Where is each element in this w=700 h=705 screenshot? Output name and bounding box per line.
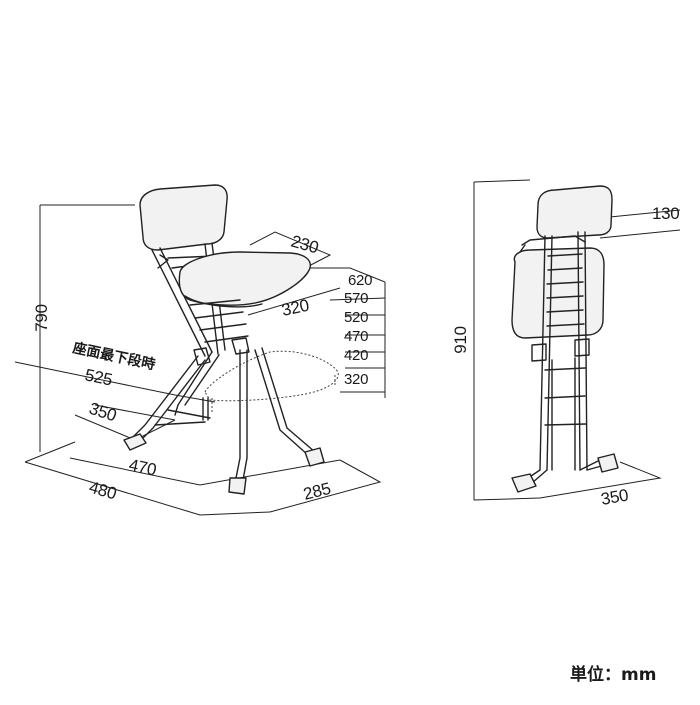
dim-470-length: 470 — [127, 455, 158, 479]
dim-570: 570 — [344, 290, 368, 307]
dim-130: 130 — [652, 204, 679, 223]
dim-520: 520 — [344, 309, 368, 326]
dim-320-depth: 320 — [280, 296, 311, 320]
dim-620: 620 — [348, 272, 372, 289]
lowest-seat-outline — [204, 350, 339, 412]
legs — [123, 337, 325, 495]
dim-420: 420 — [344, 347, 368, 364]
left-dimension-lines — [14, 204, 386, 516]
dim-910: 910 — [451, 326, 470, 353]
backrest — [139, 184, 228, 251]
lowest-seat-note: 座面最下段時 — [71, 339, 157, 373]
folded-backrest — [536, 185, 613, 239]
folded-seat — [511, 235, 605, 339]
dim-285: 285 — [301, 479, 332, 504]
right-dimension-lines — [473, 179, 681, 501]
dim-350-inner: 350 — [87, 399, 119, 426]
folded-legs — [511, 453, 619, 493]
right-dimension-labels: 130 910 350 — [451, 204, 680, 509]
open-chair-view: 790 230 620 570 520 470 420 320 320 座面最下… — [14, 184, 386, 516]
seat — [178, 251, 312, 308]
dim-320-height: 320 — [344, 371, 368, 388]
dim-350-folded: 350 — [599, 485, 629, 508]
dim-470: 470 — [344, 328, 368, 345]
folded-frame — [531, 231, 590, 471]
dim-480: 480 — [87, 478, 119, 504]
dim-790: 790 — [32, 304, 51, 331]
folded-chair-view: 130 910 350 — [451, 179, 681, 509]
unit-label: 単位：mm — [570, 664, 656, 685]
ladder-rungs — [189, 299, 249, 343]
dim-525: 525 — [83, 365, 114, 389]
